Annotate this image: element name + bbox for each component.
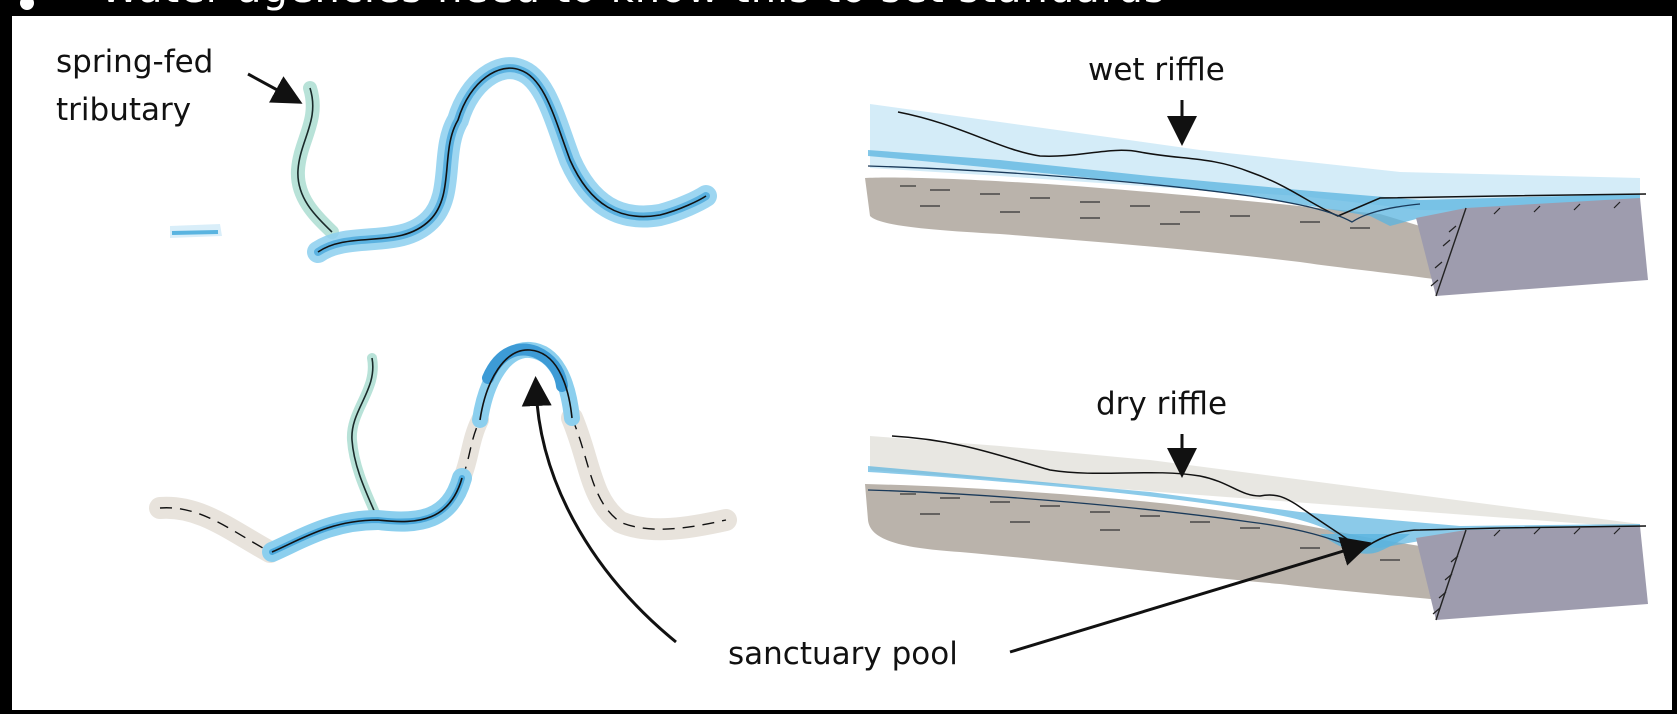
dry-channel-wash-right bbox=[572, 418, 726, 529]
plan-view-dry bbox=[160, 350, 726, 552]
dry-channel-wash-left bbox=[160, 508, 270, 552]
label-spring-fed: spring-fed bbox=[56, 44, 213, 80]
label-dry-riffle: dry riffle bbox=[1096, 386, 1227, 422]
tributary-wash bbox=[298, 88, 332, 232]
bedrock-block-dry bbox=[1416, 526, 1648, 620]
label-tributary: tributary bbox=[56, 92, 191, 128]
water-fragment-line bbox=[172, 232, 218, 233]
profile-wet bbox=[865, 104, 1648, 296]
river-wash bbox=[318, 68, 706, 252]
bedrock-block bbox=[1416, 198, 1648, 296]
tributary-wash-dry bbox=[352, 358, 378, 520]
tributary-arrow bbox=[248, 74, 292, 98]
label-wet-riffle: wet riffle bbox=[1088, 52, 1225, 88]
plan-view-wet bbox=[170, 68, 706, 252]
label-sanctuary-pool: sanctuary pool bbox=[728, 636, 958, 672]
profile-dry bbox=[865, 436, 1648, 620]
